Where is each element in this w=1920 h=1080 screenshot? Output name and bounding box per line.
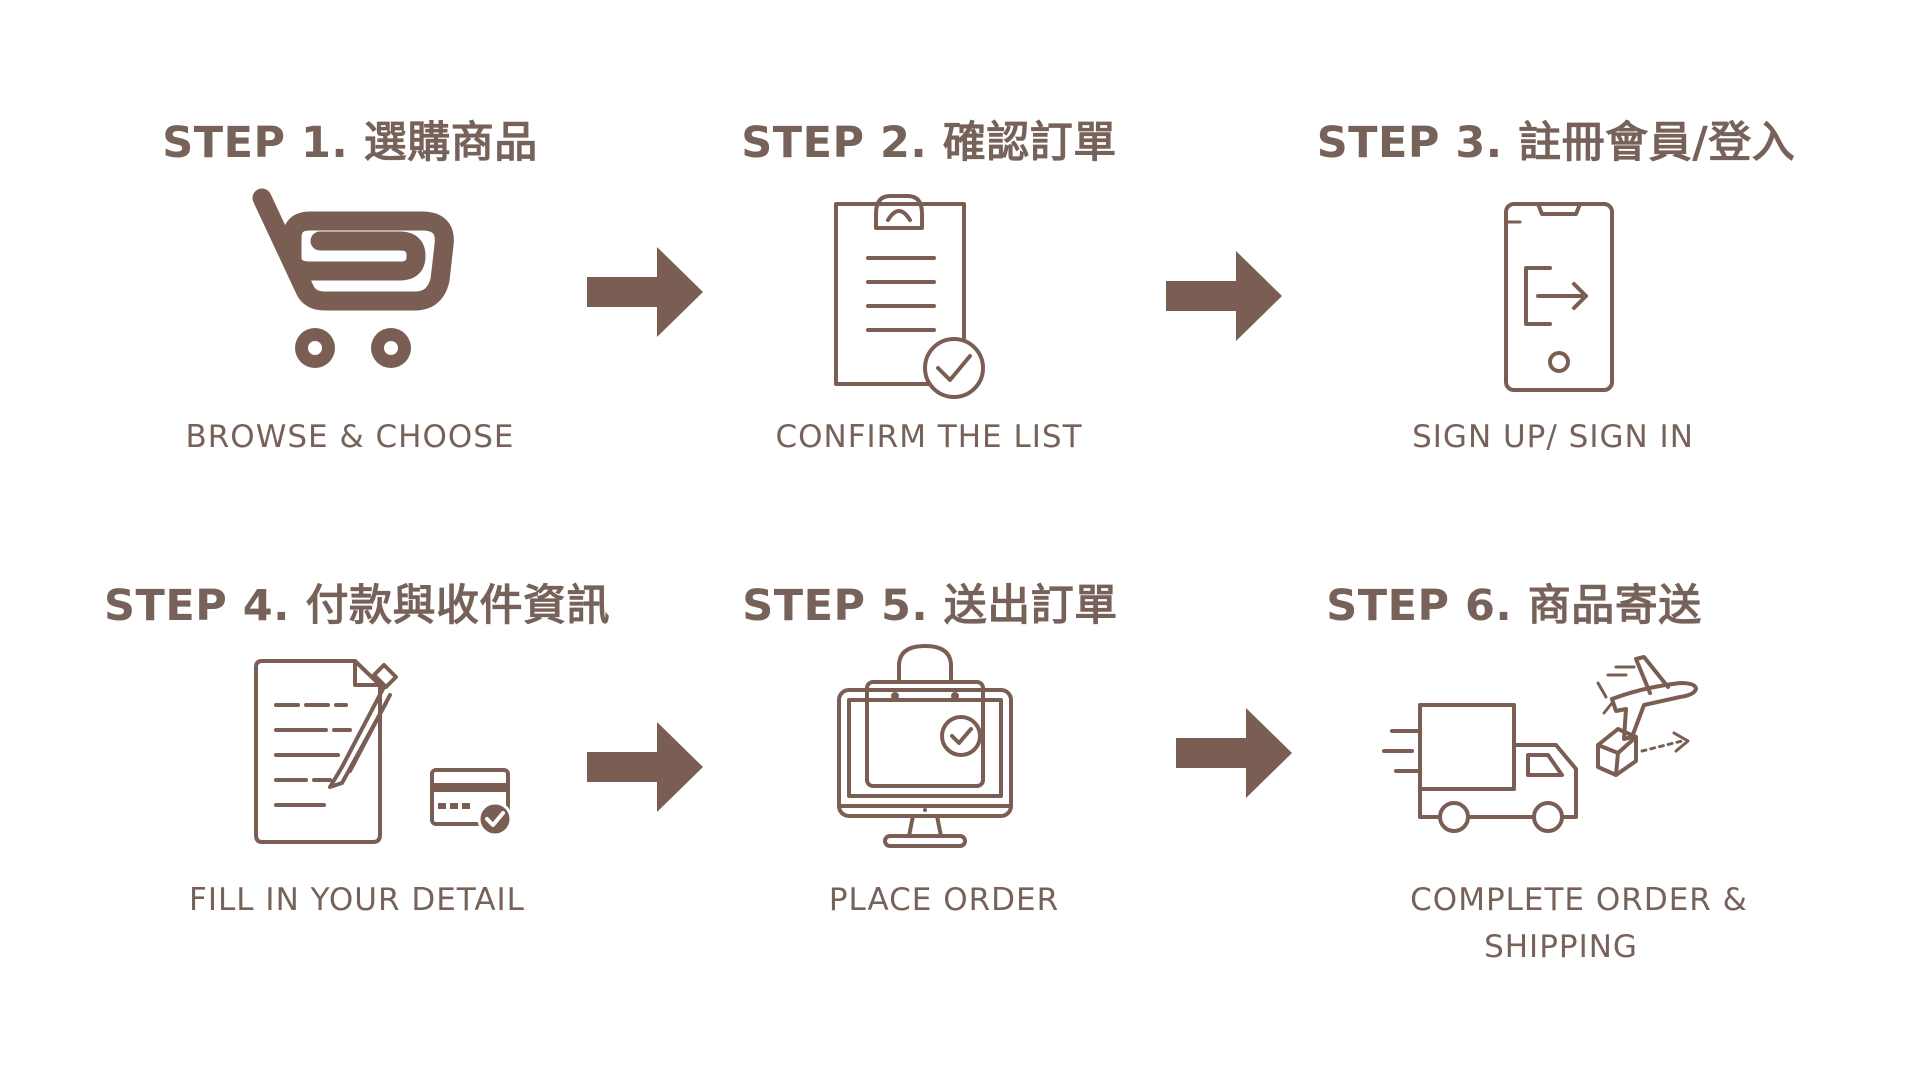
step-3-caption: SIGN UP/ SIGN IN [1412, 419, 1694, 455]
shopping-cart-icon [252, 188, 454, 368]
step-6-caption-line-2: SHIPPING [1484, 929, 1638, 965]
step-4-caption: FILL IN YOUR DETAIL [189, 882, 525, 918]
step-5-caption: PLACE ORDER [828, 882, 1060, 918]
arrow-right-icon [1166, 251, 1282, 341]
arrow-right-icon [1176, 708, 1292, 798]
step-4-title: STEP 4. 付款與收件資訊 [104, 581, 610, 631]
step-1-title: STEP 1. 選購商品 [162, 118, 538, 168]
step-5-title: STEP 5. 送出訂單 [742, 581, 1118, 631]
step-6-caption-line-1: COMPLETE ORDER & [1410, 882, 1748, 918]
form-pen-card-icon [254, 659, 513, 844]
step-2-caption: CONFIRM THE LIST [775, 419, 1083, 455]
step-1-caption: BROWSE & CHOOSE [185, 419, 515, 455]
step-2-title: STEP 2. 確認訂單 [741, 118, 1117, 168]
arrow-right-icon [587, 247, 703, 337]
clipboard-check-icon [834, 194, 985, 399]
arrow-right-icon [587, 722, 703, 812]
step-6-title: STEP 6. 商品寄送 [1326, 581, 1702, 631]
monitor-shopping-bag-icon [837, 644, 1013, 848]
step-3-title: STEP 3. 註冊會員/登入 [1316, 118, 1796, 168]
delivery-truck-plane-icon [1382, 655, 1698, 833]
phone-login-icon [1504, 202, 1614, 392]
